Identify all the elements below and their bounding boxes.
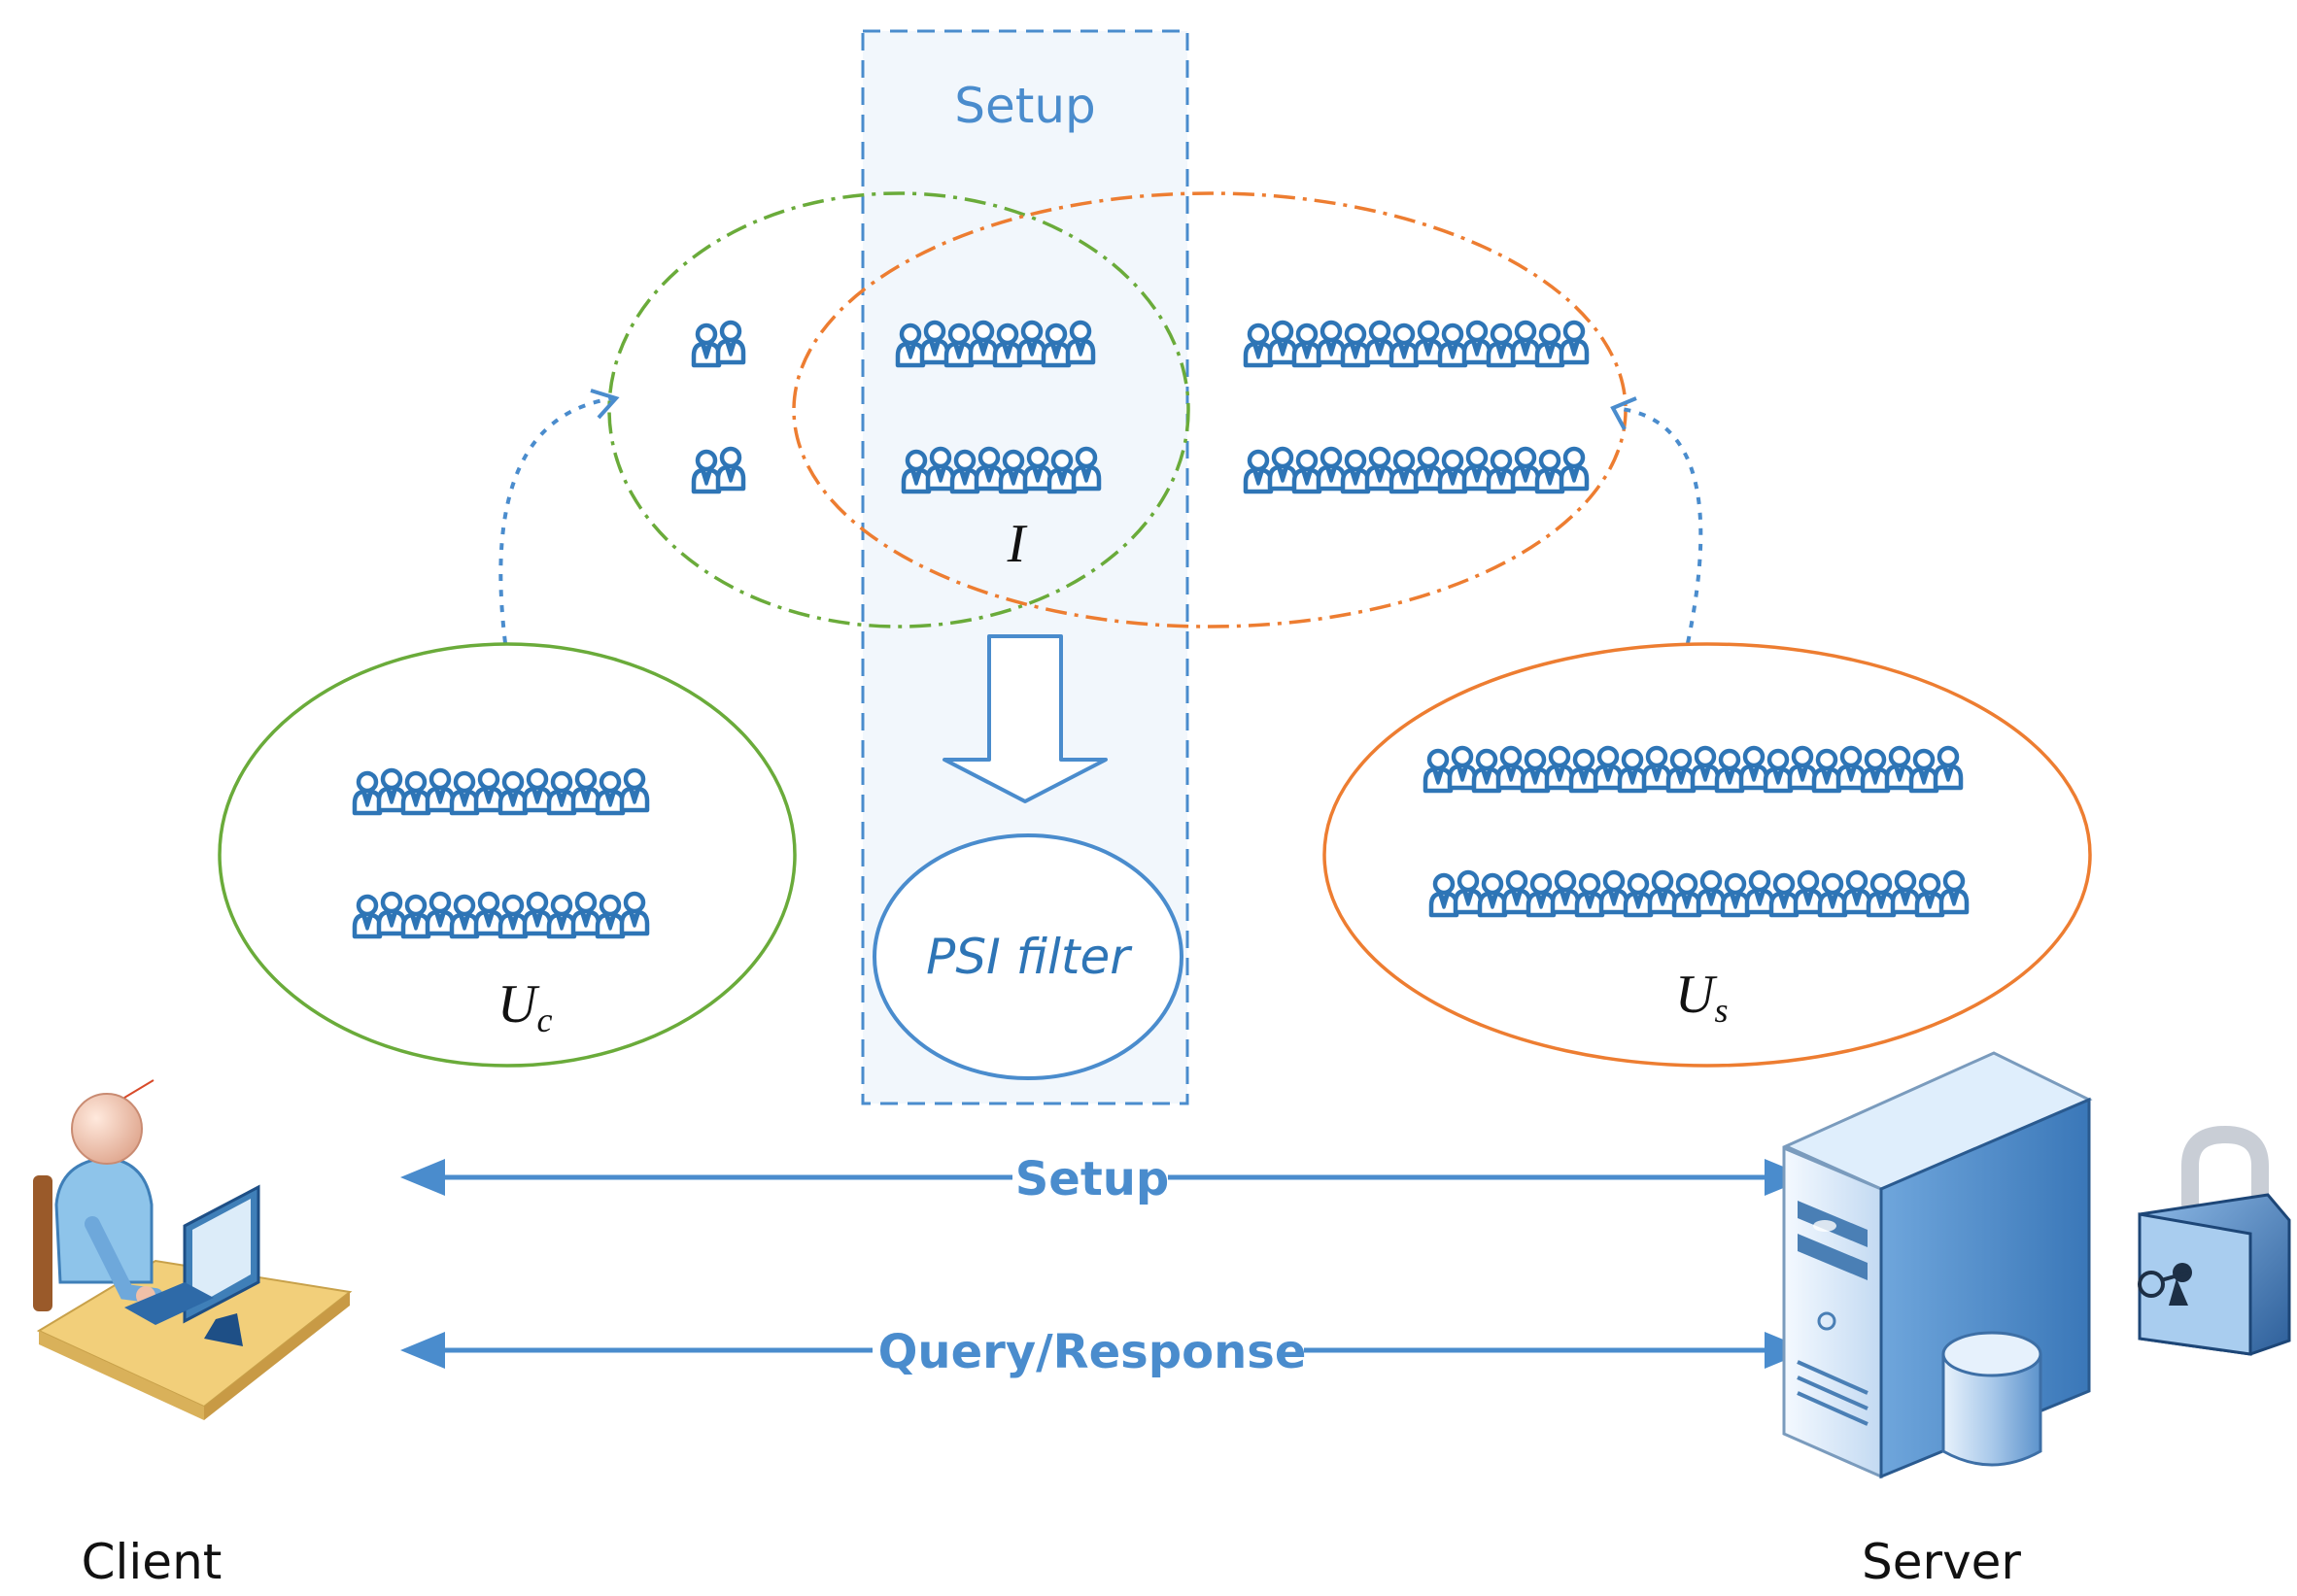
client-arrow-head	[590, 389, 620, 420]
server-only-users-top	[1246, 323, 1587, 492]
database-icon	[1941, 1331, 2042, 1467]
query-response-arrow: Query/Response	[400, 1323, 1809, 1379]
server-arrow-head	[1610, 396, 1637, 430]
client-set-label: Uc	[497, 974, 552, 1039]
client-to-set-dotted-arrow	[498, 396, 615, 644]
intersection-label: I	[1007, 514, 1028, 574]
user-group-icon	[694, 323, 743, 365]
client-computer-icon	[33, 1079, 353, 1420]
client-set-overlap-ellipse	[607, 191, 1190, 628]
server-to-set-dotted-arrow	[1612, 406, 1703, 644]
server-icon	[1782, 1051, 2093, 1479]
psi-filter-label: PSI filter	[926, 929, 1133, 985]
down-arrow-icon	[943, 634, 1108, 803]
client-label: Client	[82, 1534, 223, 1590]
user-group-icon	[694, 449, 743, 492]
client-only-users-top	[694, 323, 743, 492]
setup-arrow: Setup	[400, 1150, 1809, 1206]
setup-arrow-label: Setup	[1015, 1152, 1170, 1206]
query-response-label: Query/Response	[878, 1325, 1307, 1379]
padlock-icon	[2138, 1125, 2291, 1356]
user-group-icon	[1246, 323, 1587, 365]
psi-filter-ellipse	[873, 833, 1183, 1080]
server-label: Server	[1862, 1534, 2021, 1590]
server-set-label: Us	[1675, 965, 1728, 1030]
user-group-icon	[1246, 449, 1587, 492]
client-set-ellipse	[218, 642, 797, 1068]
setup-region-title: Setup	[954, 78, 1096, 134]
